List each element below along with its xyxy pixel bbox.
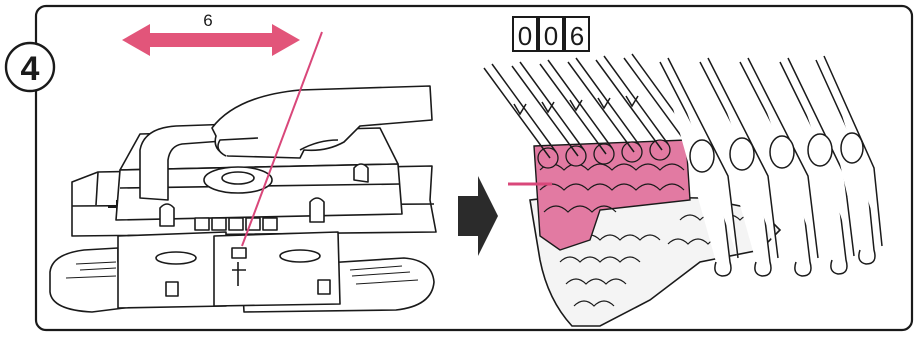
counter-digit-2: 0 [544, 21, 558, 51]
step-badge: 4 [6, 43, 54, 91]
movement-label: 6 [203, 11, 212, 30]
row-counter: 0 0 6 [513, 17, 589, 51]
counter-digit-3: 6 [570, 21, 584, 51]
counter-digit-1: 0 [518, 21, 532, 51]
step-number: 4 [21, 50, 40, 88]
